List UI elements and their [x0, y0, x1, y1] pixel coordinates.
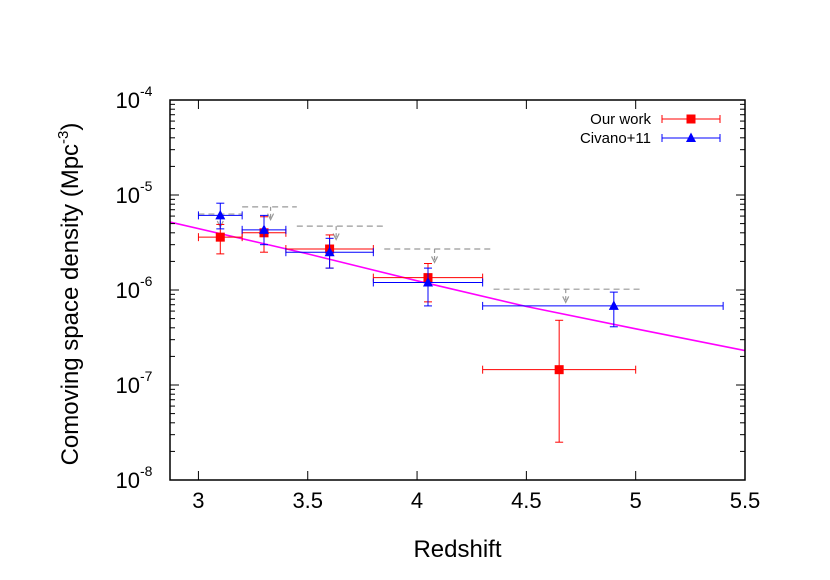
y-tick-exponent: -8: [140, 463, 153, 479]
y-tick-exponent: -7: [140, 368, 153, 384]
series-layer: [197, 202, 724, 443]
y-axis-title-main: Comoving space density (Mpc: [57, 144, 84, 465]
legend-marker-triangle: [686, 132, 696, 142]
y-axis-title-exponent: -3: [55, 131, 72, 144]
x-tick-label: 3: [192, 488, 204, 513]
y-tick-exponent: -4: [140, 83, 153, 99]
x-tick-label: 5.5: [730, 488, 761, 513]
y-tick-label: 10: [116, 183, 140, 208]
y-tick-label: 10: [116, 468, 140, 493]
data-point-square: [215, 232, 225, 242]
legend-marker-square: [686, 114, 696, 124]
data-point-triangle: [422, 276, 433, 287]
y-tick-label: 10: [116, 373, 140, 398]
x-tick-label: 4: [411, 488, 423, 513]
upper-limit-arrowhead: [562, 296, 570, 304]
upper-limit-arrowhead: [332, 233, 340, 241]
data-point-triangle: [324, 246, 335, 257]
legend-label: Civano+11: [580, 130, 651, 147]
x-tick-label: 3.5: [292, 488, 323, 513]
model-curve: [170, 221, 745, 352]
data-point-triangle: [608, 300, 619, 310]
legend-label: Our work: [590, 111, 651, 128]
x-tick-label: 5: [630, 488, 642, 513]
x-axis-title: Redshift: [413, 536, 501, 563]
y-tick-exponent: -5: [140, 178, 153, 194]
upper-limit-arrowhead: [267, 213, 275, 222]
y-tick-label: 10: [116, 88, 140, 113]
model-curve-layer: [170, 221, 745, 352]
y-tick-label: 10: [116, 278, 140, 303]
data-point-triangle: [215, 209, 226, 220]
y-axis-title: Comoving space density (Mpc-3): [55, 123, 84, 466]
upper-limits-layer: [198, 206, 641, 304]
y-tick-exponent: -6: [140, 273, 153, 289]
x-tick-label: 4.5: [511, 488, 542, 513]
upper-limit-arrowhead: [431, 256, 439, 264]
y-axis-title-close: ): [57, 123, 84, 131]
data-point-triangle: [259, 224, 270, 234]
data-point-square: [554, 365, 564, 375]
